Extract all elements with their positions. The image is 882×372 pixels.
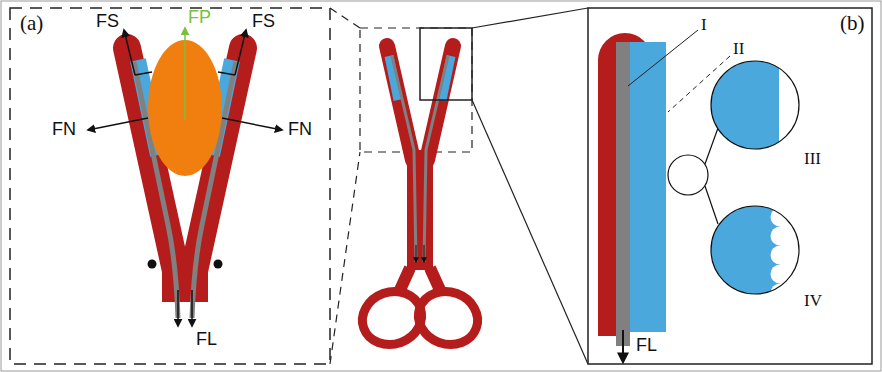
force-label: FP xyxy=(188,8,211,26)
panel-b-box xyxy=(588,8,872,364)
jaw-cross-section xyxy=(598,30,799,362)
force-label: FS xyxy=(96,12,119,30)
force-label: FS xyxy=(252,12,275,30)
force-label: FL xyxy=(636,336,657,354)
force-label: FL xyxy=(196,330,217,348)
panel-a-box xyxy=(10,8,330,364)
jaw-detail xyxy=(88,28,282,326)
force-label: FN xyxy=(52,120,76,138)
panel-letter: (a) xyxy=(20,13,43,34)
part-numeral: I xyxy=(701,16,707,33)
panel-letter: (b) xyxy=(840,13,865,34)
part-numeral: II xyxy=(733,40,744,57)
part-numeral: III xyxy=(804,150,821,167)
part-numeral: IV xyxy=(804,292,822,309)
force-label: FN xyxy=(288,120,312,138)
zoom-box-b xyxy=(420,28,472,100)
